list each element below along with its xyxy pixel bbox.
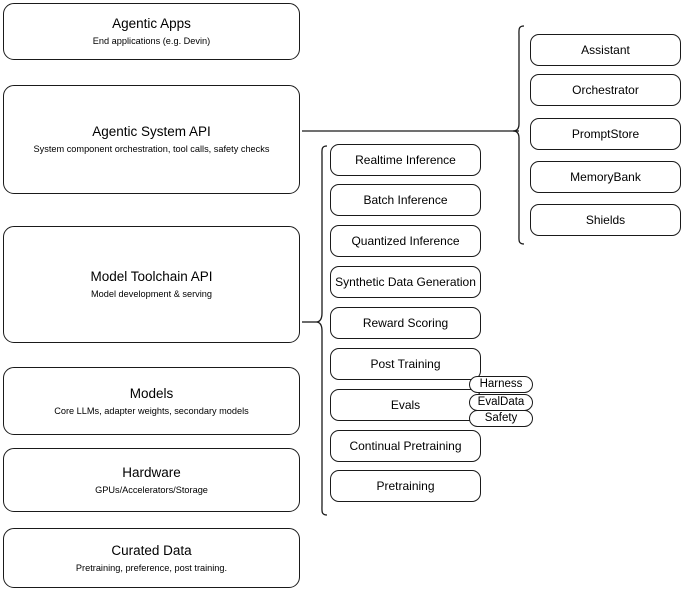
stack-layer-models[interactable]: Models Core LLMs, adapter weights, secon… [3,367,300,435]
stack-layer-subtitle: Pretraining, preference, post training. [75,562,228,573]
brace-toolchain-components [315,145,328,516]
stack-layer-subtitle: End applications (e.g. Devin) [92,36,211,46]
stack-layer-title: Models [129,385,174,401]
system-item-memorybank[interactable]: MemoryBank [530,161,681,193]
toolchain-item-post-training[interactable]: Post Training [330,348,481,380]
toolchain-item-reward-scoring[interactable]: Reward Scoring [330,307,481,339]
stack-layer-title: Agentic Apps [112,16,191,31]
evals-subitem-safety[interactable]: Safety [469,410,533,427]
stack-layer-title: Agentic System API [92,124,211,139]
toolchain-item-continual-pretraining[interactable]: Continual Pretraining [330,430,481,462]
toolchain-item-pretraining[interactable]: Pretraining [330,470,481,502]
stack-layer-agentic-system-api[interactable]: Agentic System API System component orch… [3,85,300,194]
stack-layer-title: Hardware [122,464,181,480]
stack-layer-subtitle: Core LLMs, adapter weights, secondary mo… [54,405,249,416]
evals-subitem-harness[interactable]: Harness [469,376,533,393]
stack-layer-title: Curated Data [111,542,192,558]
stack-layer-agentic-apps[interactable]: Agentic Apps End applications (e.g. Devi… [3,3,300,60]
stack-layer-subtitle: System component orchestration, tool cal… [33,144,270,154]
stack-layer-subtitle: GPUs/Accelerators/Storage [95,484,208,495]
system-item-promptstore[interactable]: PromptStore [530,118,681,150]
stack-layer-subtitle: Model development & serving [90,289,213,299]
system-item-shields[interactable]: Shields [530,204,681,236]
brace-system-components [512,25,525,245]
toolchain-item-realtime-inference[interactable]: Realtime Inference [330,144,481,176]
stack-layer-curated-data[interactable]: Curated Data Pretraining, preference, po… [3,528,300,588]
toolchain-item-evals[interactable]: Evals [330,389,481,421]
stack-layer-hardware[interactable]: Hardware GPUs/Accelerators/Storage [3,448,300,512]
system-item-assistant[interactable]: Assistant [530,34,681,66]
toolchain-item-batch-inference[interactable]: Batch Inference [330,184,481,216]
toolchain-item-quantized-inference[interactable]: Quantized Inference [330,225,481,257]
evals-subitem-evaldata[interactable]: EvalData [469,394,533,411]
system-item-orchestrator[interactable]: Orchestrator [530,74,681,106]
stack-layer-title: Model Toolchain API [90,269,213,284]
toolchain-item-synthetic-data-generation[interactable]: Synthetic Data Generation [330,266,481,298]
stack-layer-model-toolchain-api[interactable]: Model Toolchain API Model development & … [3,226,300,343]
